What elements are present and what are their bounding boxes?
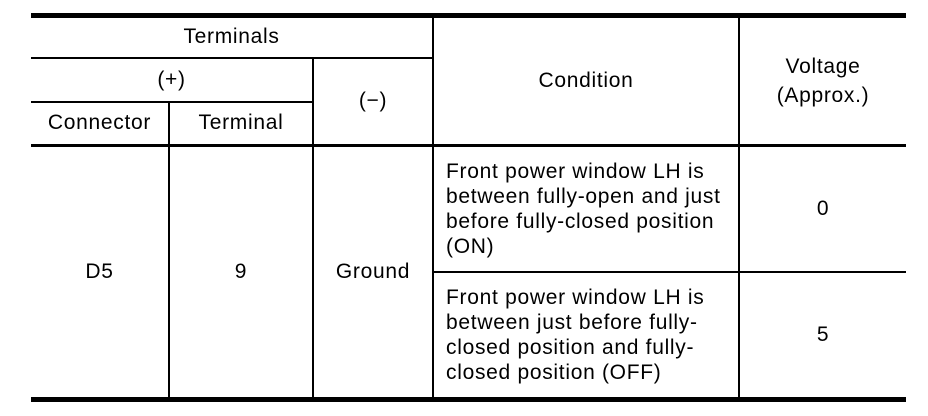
plus-header-cell: (+): [31, 57, 314, 103]
connector-value-cell: D5: [31, 145, 170, 400]
voltage-header-cell: Voltage (Approx.): [738, 15, 907, 147]
condition-header-cell: Condition: [432, 15, 741, 147]
connector-header-cell: Connector: [31, 101, 170, 147]
voltage-header-line1: Voltage: [785, 55, 861, 78]
voltage-value-cell-row1: 0: [739, 145, 907, 273]
terminal-header-cell: Terminal: [169, 101, 314, 147]
ground-value-cell: Ground: [313, 145, 435, 400]
minus-header-cell: (−): [311, 57, 435, 147]
terminals-header-cell: Terminals: [31, 15, 435, 59]
voltage-header-line2: (Approx.): [776, 84, 870, 107]
condition-cell-row1: Front power window LH is between fully-o…: [433, 145, 741, 273]
terminal-voltage-table: Terminals Condition Voltage (Approx.) (+…: [31, 13, 907, 402]
condition-cell-row2: Front power window LH is between just be…: [433, 271, 741, 400]
terminal-value-cell: 9: [169, 145, 314, 400]
voltage-value-cell-row2: 5: [816, 322, 830, 346]
